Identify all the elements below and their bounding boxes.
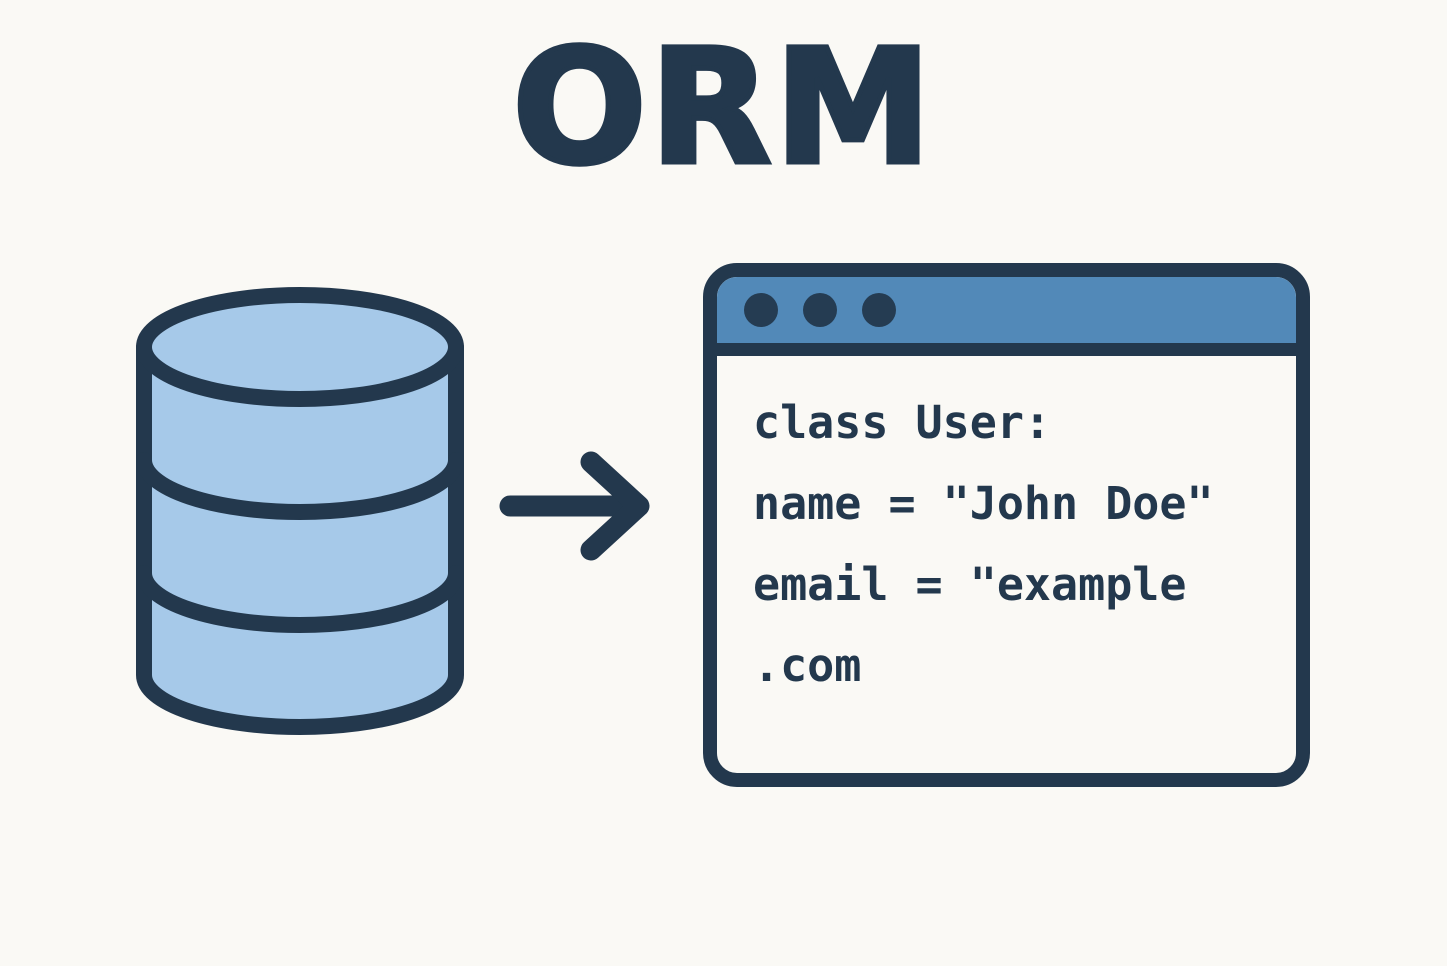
window-control-dot	[803, 293, 837, 327]
code-window: class User: name = "John Doe" email = "e…	[703, 263, 1310, 787]
window-control-dot	[744, 293, 778, 327]
code-line-class-declaration: class User:	[753, 396, 1052, 449]
code-line-name-attribute: name = "John Doe"	[753, 477, 1214, 530]
database-top-ellipse	[136, 287, 464, 407]
database-separator-2	[136, 565, 464, 633]
code-area: class User: name = "John Doe" email = "e…	[717, 356, 1296, 706]
database-body	[136, 339, 464, 735]
page-title: ORM	[510, 16, 935, 200]
arrow-right-icon	[499, 451, 650, 561]
database-cylinder-icon	[136, 287, 464, 735]
database-separator-1	[136, 452, 464, 520]
window-control-dot	[862, 293, 896, 327]
code-line-email-continuation: .com	[753, 639, 862, 692]
window-title-bar	[717, 277, 1296, 356]
arrow-head	[580, 451, 650, 561]
code-line-email-attribute: email = "example	[753, 558, 1187, 611]
